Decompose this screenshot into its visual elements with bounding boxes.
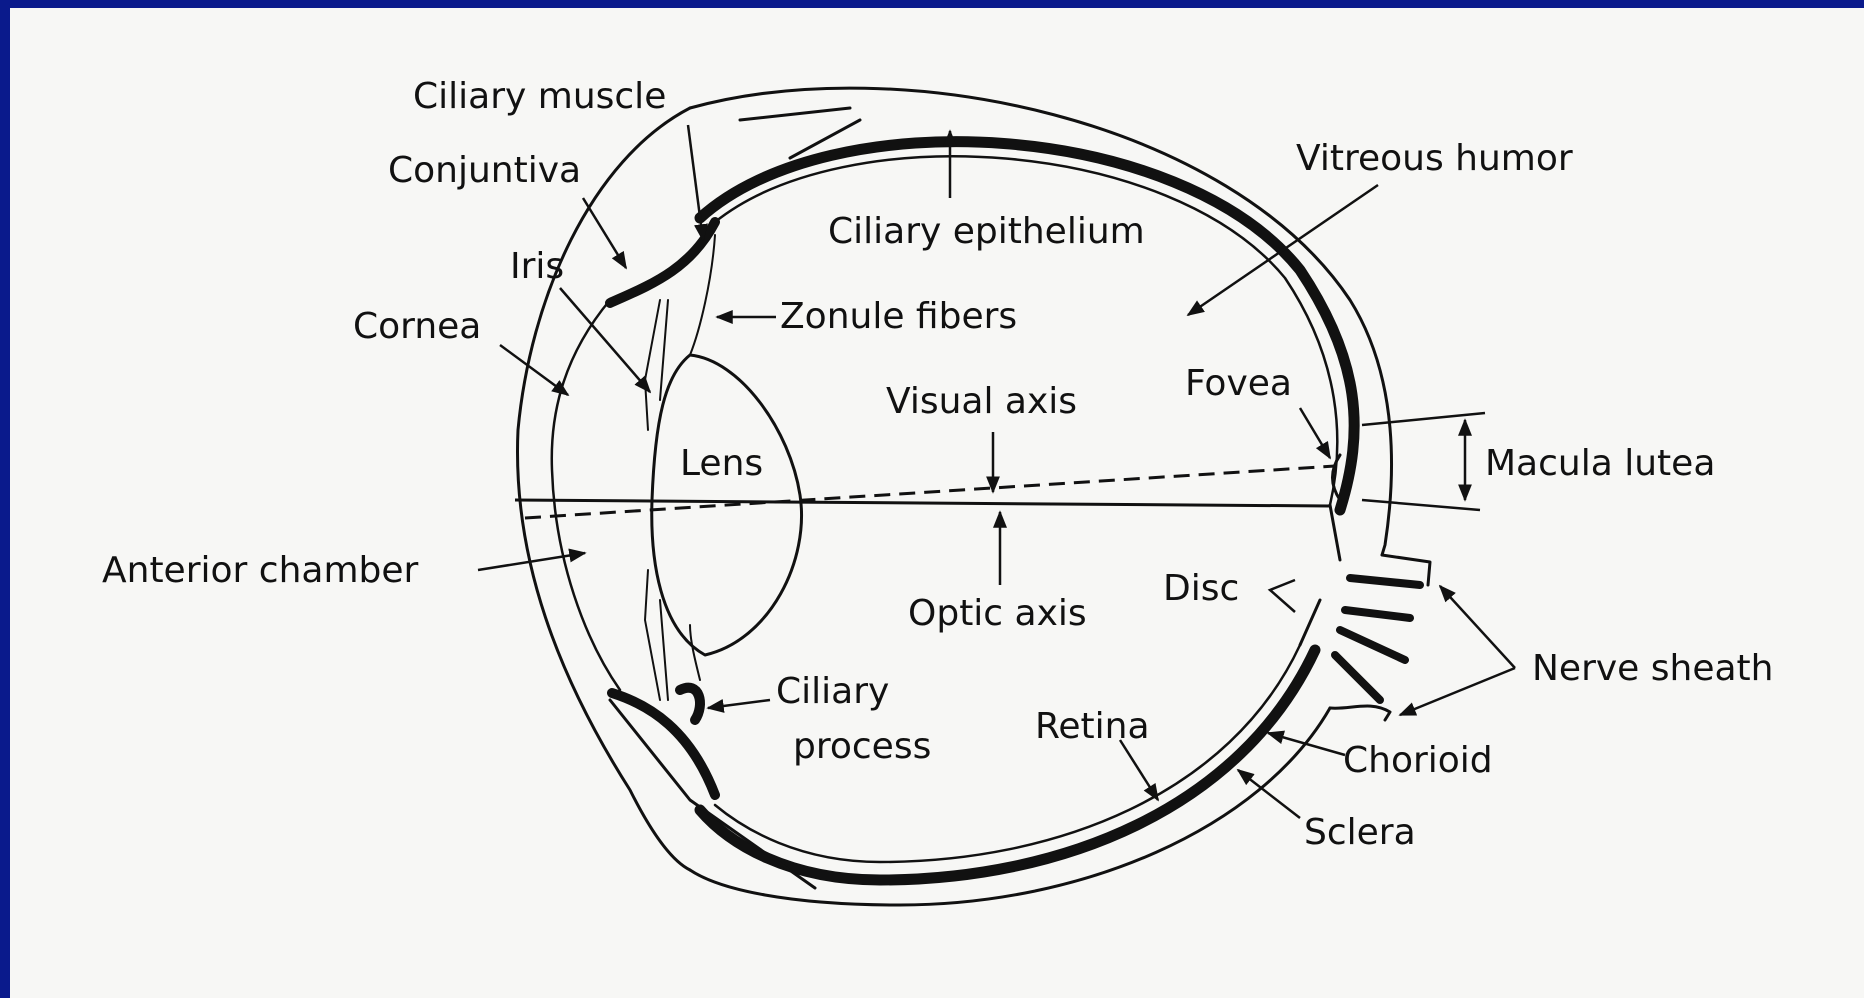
label-nerve-sheath: Nerve sheath — [1532, 648, 1774, 689]
fovea-arrow — [1300, 408, 1330, 458]
label-optic-axis: Optic axis — [908, 593, 1087, 634]
chorioid-band — [700, 142, 1354, 880]
label-conjuntiva: Conjuntiva — [388, 150, 581, 191]
ciliary-process-arrow — [708, 700, 770, 708]
label-sclera: Sclera — [1304, 812, 1416, 853]
visual-axis-line — [525, 466, 1335, 518]
nerve-sheath-arrow-upper — [1440, 586, 1515, 668]
disc-bracket — [1270, 580, 1295, 612]
nerve-sheath-arrow-lower — [1400, 668, 1515, 715]
label-lens: Lens — [680, 443, 763, 484]
iris-arrow — [560, 288, 650, 392]
sclera-arrow — [1238, 770, 1300, 818]
label-fovea: Fovea — [1185, 363, 1292, 404]
cornea-outline — [517, 108, 690, 870]
label-anterior-chamber: Anterior chamber — [102, 550, 419, 591]
label-ciliary: Ciliary — [776, 671, 889, 712]
optic-axis-line — [515, 500, 1330, 506]
ciliary-muscle-arrow — [688, 125, 703, 240]
label-iris: Iris — [510, 246, 564, 287]
label-visual-axis: Visual axis — [886, 381, 1077, 422]
labels: Ciliary muscle Conjuntiva Iris Cornea Zo… — [102, 76, 1774, 853]
conjuntiva-arrow — [583, 198, 626, 268]
chorioid-arrow — [1268, 733, 1345, 755]
label-ciliary-epithelium: Ciliary epithelium — [828, 211, 1145, 252]
label-macula-lutea: Macula lutea — [1485, 443, 1715, 484]
label-retina: Retina — [1035, 706, 1150, 747]
label-vitreous-humor: Vitreous humor — [1296, 138, 1573, 179]
label-cornea: Cornea — [353, 306, 481, 347]
iris-upper — [610, 222, 715, 303]
cornea-arrow — [500, 345, 568, 395]
label-zonule-fibers: Zonule fibers — [780, 296, 1017, 337]
label-chorioid: Chorioid — [1343, 740, 1493, 781]
macula-bracket — [1362, 413, 1485, 510]
label-disc: Disc — [1163, 568, 1239, 609]
cornea-inner — [552, 300, 620, 690]
label-ciliary-muscle: Ciliary muscle — [413, 76, 666, 117]
nerve-sheath-shapes — [1335, 578, 1420, 700]
retina-arrow — [1120, 740, 1158, 800]
ciliary-process-shape — [680, 688, 700, 720]
label-process: process — [793, 726, 931, 767]
